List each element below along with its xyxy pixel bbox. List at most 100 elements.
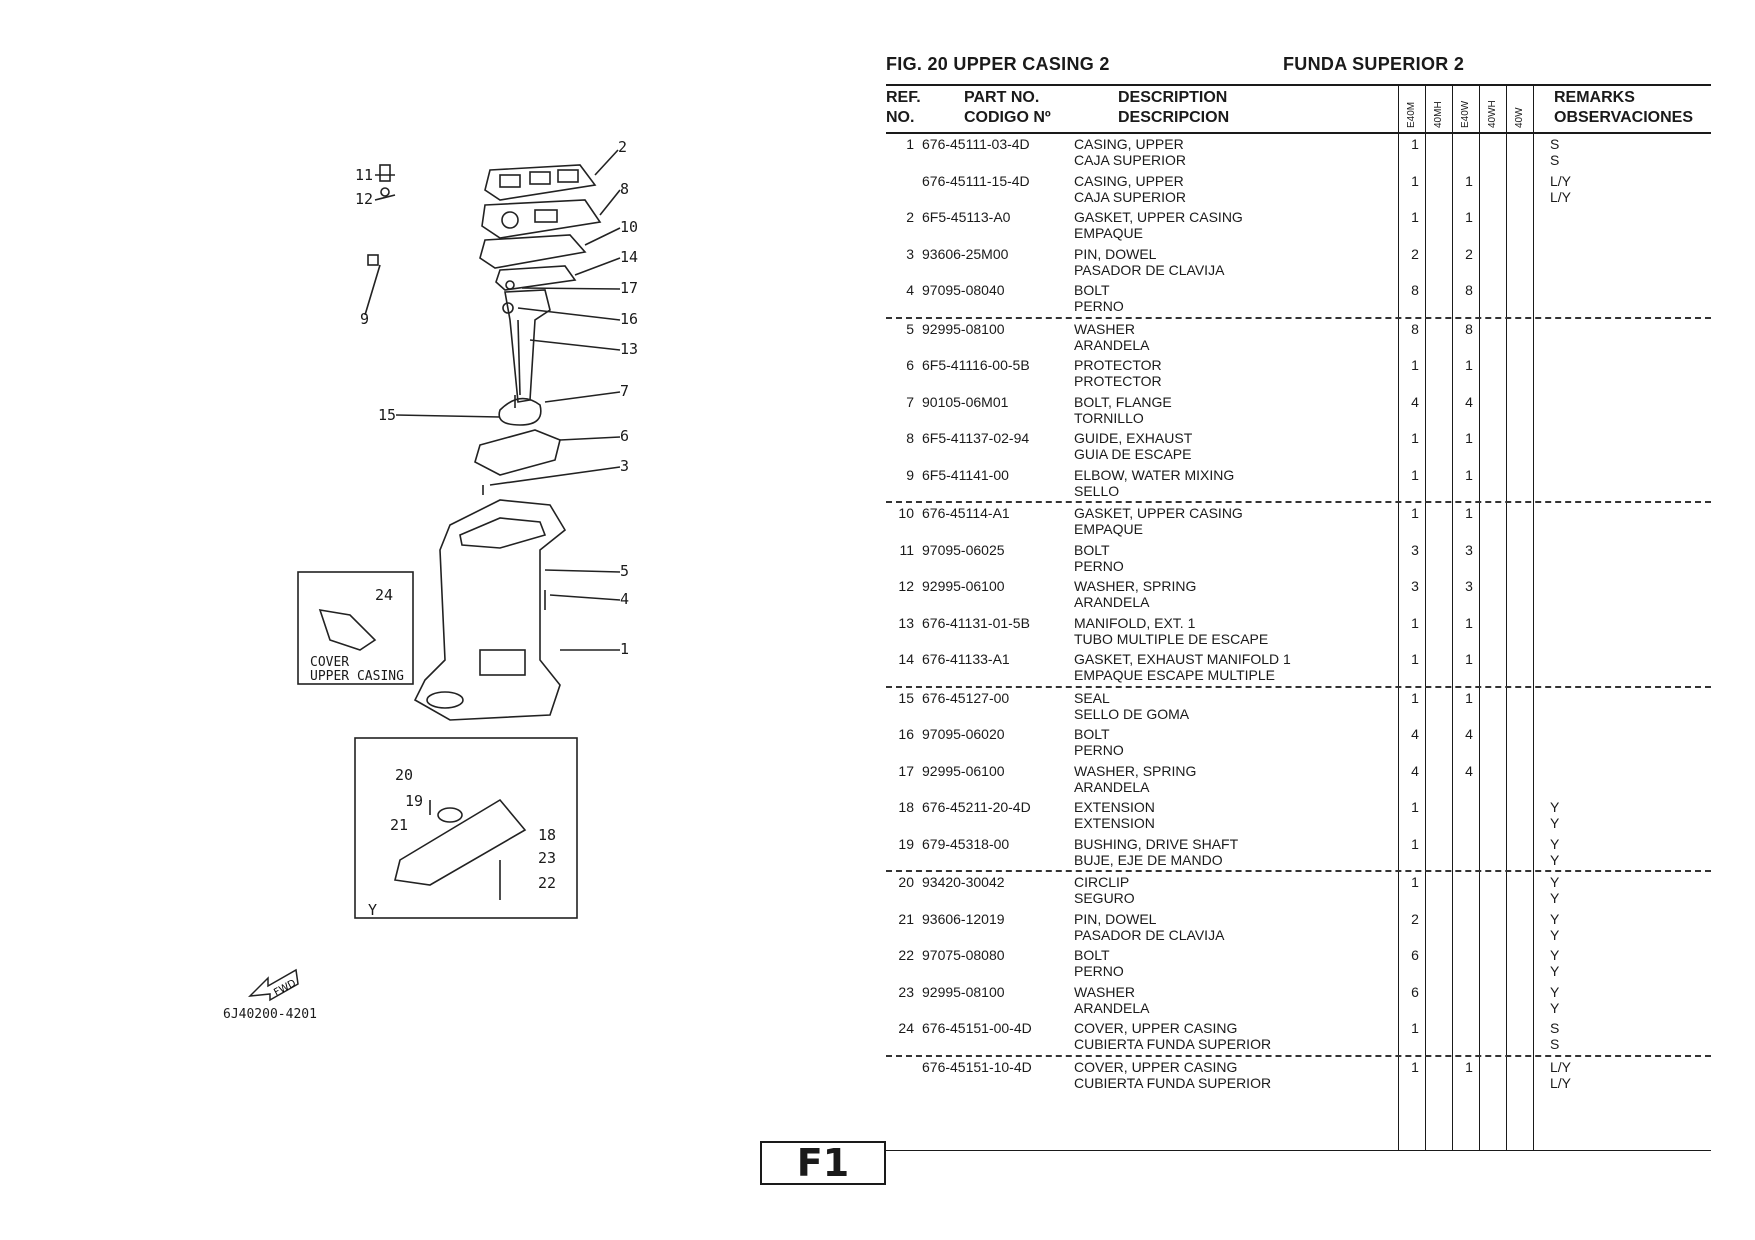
part-number-cell: 93606-12019 <box>922 910 1005 927</box>
part-number-cell: 676-45151-10-4D <box>922 1058 1032 1075</box>
description-en: SEAL <box>1074 689 1110 706</box>
part-number-cell: 676-45127-00 <box>922 689 1010 706</box>
part-number-cell: 93420-30042 <box>922 874 1005 890</box>
qty-e40m-cell: 1 <box>1411 799 1419 815</box>
qty-e40m-cell: 1 <box>1411 172 1419 189</box>
parts-table: REF. NO. PART NO. CODIGO Nº DESCRIPTION … <box>886 84 1711 1152</box>
ref-cell: 4 <box>906 282 914 298</box>
qty-e40m-cell: 1 <box>1411 209 1419 225</box>
description-es: CUBIERTA FUNDA SUPERIOR <box>1074 1074 1272 1091</box>
callout-22: 22 <box>538 874 556 892</box>
part-number-cell: 97095-06025 <box>922 541 1005 558</box>
description-es: PERNO <box>1074 963 1124 979</box>
description-es: SELLO DE GOMA <box>1074 705 1190 722</box>
exploded-parts-diagram: 2 8 10 14 17 16 13 7 15 6 3 5 4 1 11 12 … <box>200 138 700 1040</box>
description-es: PASADOR DE CLAVIJA <box>1074 926 1225 943</box>
qty-e40w-cell: 4 <box>1465 393 1473 410</box>
description-en: CASING, UPPER <box>1074 136 1184 152</box>
col-qty-e40m: E40M <box>1406 101 1417 128</box>
callout-1: 1 <box>620 640 629 658</box>
description-es: SELLO <box>1074 482 1120 499</box>
part-number-cell: 97095-06020 <box>922 726 1005 742</box>
ref-cell: 6 <box>906 357 914 373</box>
ref-cell: 1 <box>906 136 914 152</box>
description-es: SEGURO <box>1074 890 1135 906</box>
ref-cell: 7 <box>906 393 914 410</box>
qty-e40w-cell: 2 <box>1465 245 1473 262</box>
part-number-cell: 676-45114-A1 <box>922 505 1010 521</box>
ref-cell: 11 <box>899 541 914 558</box>
callout-4: 4 <box>620 590 629 608</box>
qty-e40m-cell: 6 <box>1411 983 1419 1000</box>
qty-e40w-cell: 1 <box>1465 651 1473 667</box>
qty-e40w-cell: 1 <box>1465 357 1473 373</box>
qty-e40w-cell: 1 <box>1465 466 1473 483</box>
part-number-cell: 97095-08040 <box>922 282 1005 298</box>
description-es: PERNO <box>1074 742 1124 758</box>
callout-8: 8 <box>620 180 629 198</box>
description-es: BUJE, EJE DE MANDO <box>1074 851 1223 868</box>
qty-e40w-cell: 1 <box>1465 505 1473 521</box>
callout-21: 21 <box>390 816 408 834</box>
callout-13: 13 <box>620 340 638 358</box>
qty-e40w-cell: 1 <box>1465 689 1473 706</box>
description-en: GUIDE, EXHAUST <box>1074 430 1193 446</box>
ref-cell: 22 <box>898 947 914 963</box>
qty-e40m-cell: 6 <box>1411 947 1419 963</box>
ref-cell: 12 <box>898 578 914 594</box>
qty-e40m-cell: 1 <box>1411 614 1419 631</box>
qty-e40m-cell: 2 <box>1411 910 1419 927</box>
ref-cell: 21 <box>898 910 914 927</box>
qty-e40m-cell: 1 <box>1411 430 1419 446</box>
qty-e40m-cell: 8 <box>1411 282 1419 298</box>
part-number-cell: 92995-08100 <box>922 320 1005 337</box>
callout-23: 23 <box>538 849 556 867</box>
part-number-cell: 676-45151-00-4D <box>922 1020 1032 1036</box>
ref-cell: 2 <box>906 209 914 225</box>
description-en: PIN, DOWEL <box>1074 910 1157 927</box>
part-number-cell: 676-41131-01-5B <box>922 614 1030 631</box>
callout-24: 24 <box>375 586 393 604</box>
callout-9: 9 <box>360 310 369 328</box>
ref-cell: 23 <box>898 983 914 1000</box>
part-number-cell: 92995-06100 <box>922 762 1005 779</box>
ref-cell: 20 <box>898 874 914 890</box>
qty-e40w-cell: 1 <box>1465 209 1473 225</box>
callout-3: 3 <box>620 457 629 475</box>
part-number-cell: 676-41133-A1 <box>922 651 1010 667</box>
ref-cell: 15 <box>898 689 914 706</box>
description-es: EXTENSION <box>1074 815 1155 831</box>
parts-drawing: 2 8 10 14 17 16 13 7 15 6 3 5 4 1 11 12 … <box>297 138 638 919</box>
col-part-no: PART NO. CODIGO Nº <box>964 89 1051 126</box>
ref-cell: 3 <box>906 245 914 262</box>
part-number-cell: 676-45111-15-4D <box>922 172 1030 189</box>
ref-cell: 24 <box>898 1020 914 1036</box>
qty-e40w-cell: 4 <box>1465 726 1473 742</box>
